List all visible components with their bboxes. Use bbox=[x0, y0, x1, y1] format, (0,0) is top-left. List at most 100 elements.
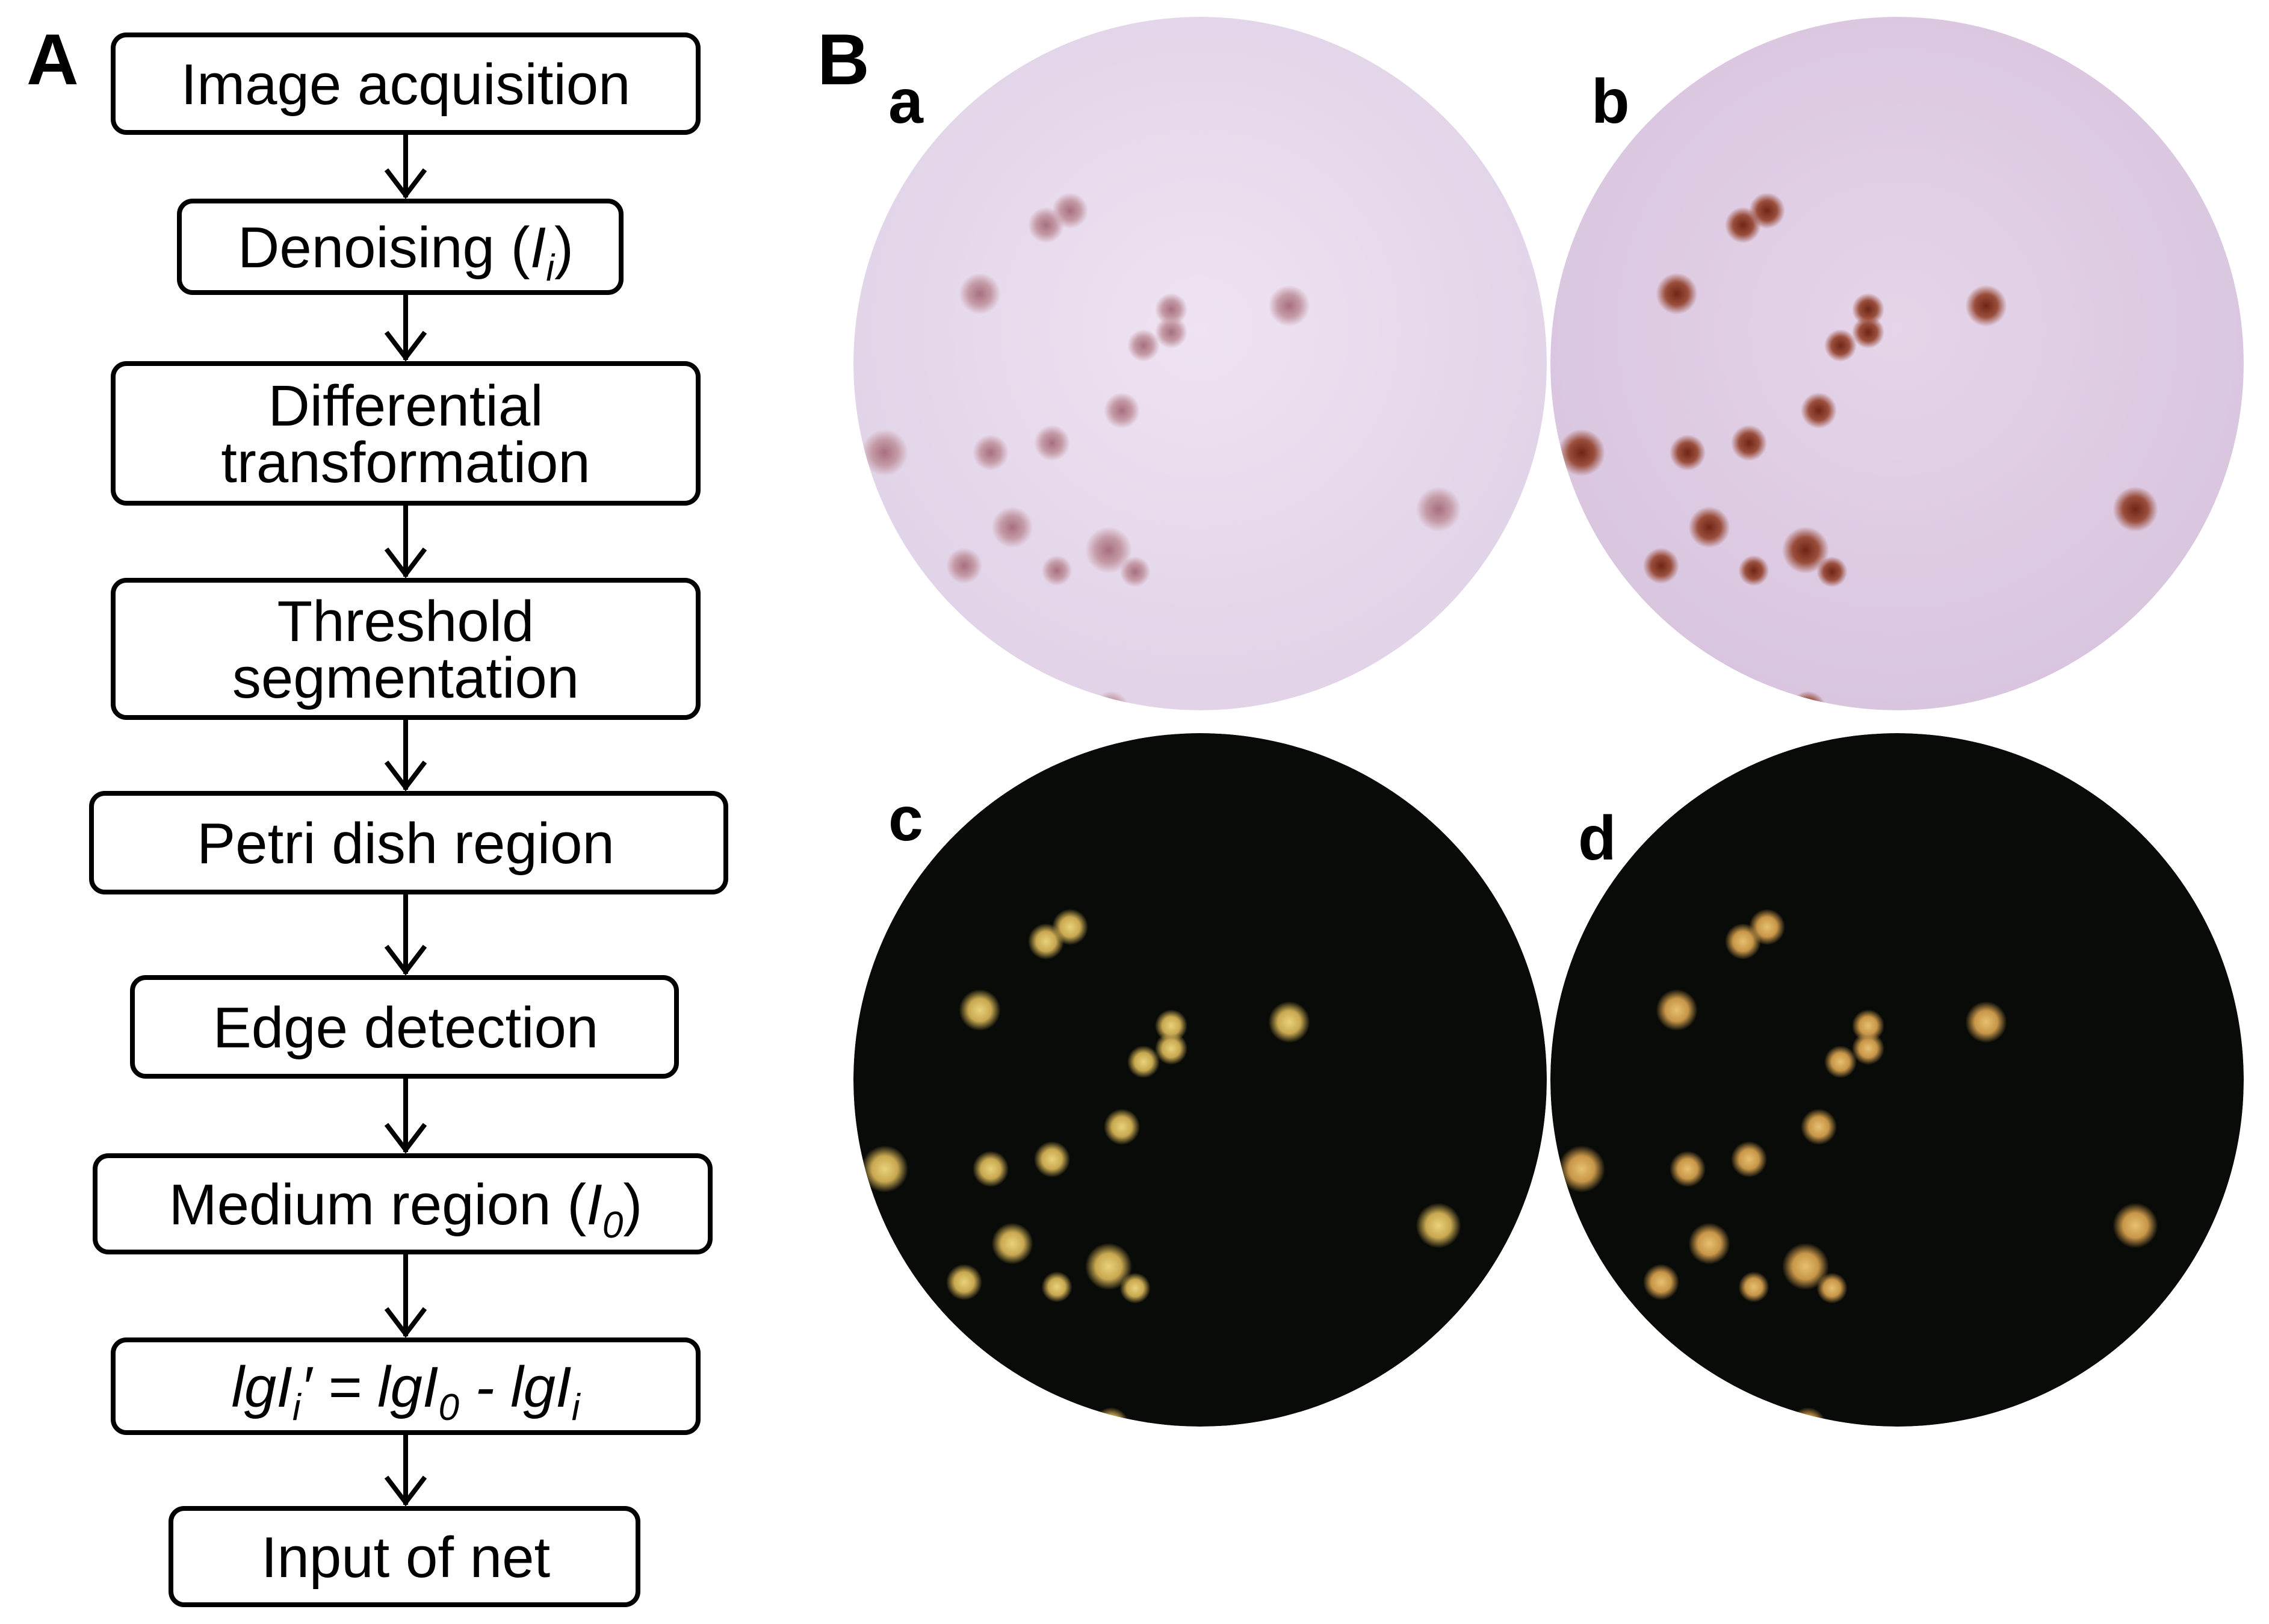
step-label-part: Threshold bbox=[277, 589, 534, 654]
colony bbox=[861, 1145, 908, 1192]
step-label-part: lgI bbox=[377, 1355, 438, 1419]
colony bbox=[1824, 1046, 1857, 1078]
colony bbox=[991, 506, 1033, 548]
colony bbox=[1052, 193, 1088, 229]
step-label: Image acquisition bbox=[181, 52, 630, 117]
colony bbox=[1801, 392, 1837, 429]
colony bbox=[1738, 1271, 1769, 1303]
step-box bbox=[89, 791, 728, 894]
colony bbox=[959, 273, 1001, 315]
step-label-part: i bbox=[546, 247, 556, 289]
colony bbox=[1155, 293, 1187, 326]
dish-label-d: d bbox=[1578, 804, 1617, 873]
step-box bbox=[111, 33, 701, 135]
colony bbox=[1155, 1009, 1187, 1042]
step-label-part: Edge detection bbox=[213, 996, 599, 1060]
step-medium-region: Medium region (I0) bbox=[93, 1153, 713, 1254]
colony bbox=[1852, 1009, 1884, 1042]
arrowhead bbox=[384, 168, 427, 199]
dish-shading bbox=[1550, 17, 2244, 710]
colony bbox=[1965, 1001, 2007, 1043]
colony bbox=[1852, 293, 1884, 326]
colony bbox=[1119, 556, 1151, 587]
colony bbox=[1790, 691, 1826, 710]
colony bbox=[2113, 1203, 2158, 1248]
step-label-part: 0 bbox=[439, 1387, 459, 1428]
step-label-part: 0 bbox=[602, 1204, 623, 1246]
arrowhead bbox=[384, 1123, 427, 1154]
colony bbox=[1749, 909, 1785, 945]
step-box bbox=[177, 199, 624, 295]
colony bbox=[1558, 429, 1605, 476]
arrowhead bbox=[384, 760, 427, 792]
step-label-part: i bbox=[293, 1387, 302, 1428]
colony bbox=[1034, 425, 1070, 461]
colony bbox=[2113, 486, 2158, 532]
dish-plate bbox=[853, 733, 1547, 1427]
colony bbox=[1670, 435, 1706, 471]
petri-dish-c: c bbox=[853, 733, 1547, 1427]
colony bbox=[1782, 1243, 1829, 1290]
step-label-part: ) bbox=[554, 215, 574, 280]
colony bbox=[1268, 285, 1310, 327]
step-label: Threshold bbox=[277, 589, 534, 654]
colony bbox=[1749, 193, 1785, 229]
step-input-of-net: Input of net bbox=[169, 1506, 640, 1607]
colony bbox=[959, 989, 1001, 1031]
step-image-acquisition: Image acquisition bbox=[111, 33, 701, 135]
colony bbox=[1127, 1046, 1160, 1078]
colony bbox=[1852, 316, 1884, 349]
step-denoising: Denoising (Ii) bbox=[177, 199, 624, 295]
petri-dish-d: d bbox=[1550, 733, 2244, 1427]
colony bbox=[1801, 1109, 1837, 1145]
colony bbox=[1041, 1271, 1073, 1303]
colony bbox=[1688, 506, 1730, 548]
colony bbox=[1416, 1203, 1461, 1248]
colony bbox=[1656, 989, 1698, 1031]
colony bbox=[1731, 1141, 1767, 1177]
step-label-part: Petri dish region bbox=[197, 811, 614, 876]
step-label-part: = bbox=[312, 1355, 377, 1419]
colony bbox=[1688, 1223, 1730, 1265]
step-label-part: lgI bbox=[510, 1355, 571, 1419]
colony bbox=[1034, 1141, 1070, 1177]
step-label-part: Image acquisition bbox=[181, 52, 630, 117]
colony bbox=[1816, 1272, 1848, 1304]
colony bbox=[973, 435, 1009, 471]
step-label-part: Medium region ( bbox=[169, 1173, 587, 1237]
arrowhead bbox=[384, 330, 427, 362]
step-label-part: ) bbox=[623, 1173, 642, 1237]
step-label: Petri dish region bbox=[197, 811, 614, 876]
dish-label-b: b bbox=[1591, 67, 1630, 137]
colony bbox=[1790, 1407, 1826, 1427]
dish-label-c: c bbox=[888, 784, 923, 854]
step-box bbox=[169, 1506, 640, 1607]
step-label-part: segmentation bbox=[232, 646, 579, 710]
step-label-part: ′ bbox=[301, 1355, 314, 1419]
colony bbox=[1416, 486, 1461, 532]
arrowhead bbox=[384, 1307, 427, 1338]
step-box bbox=[130, 975, 679, 1079]
colony bbox=[1093, 1407, 1129, 1427]
dish-content bbox=[1550, 17, 2244, 710]
panel-a-label: A bbox=[26, 19, 79, 100]
colony bbox=[1965, 285, 2007, 327]
step-edge-detection: Edge detection bbox=[130, 975, 679, 1079]
colony bbox=[973, 1151, 1009, 1187]
step-label-part: I bbox=[586, 1173, 602, 1237]
step-log-formula: lgIi′ = lgI0 - lgIi bbox=[111, 1337, 701, 1435]
step-label-part: i bbox=[572, 1387, 581, 1428]
step-label-part: I bbox=[530, 215, 546, 280]
step-box bbox=[93, 1153, 713, 1254]
step-label: transformation bbox=[221, 430, 590, 495]
colony bbox=[1824, 329, 1857, 362]
step-label: Medium region (I0) bbox=[169, 1173, 643, 1246]
arrowhead bbox=[384, 547, 427, 578]
colony bbox=[1119, 1272, 1151, 1304]
colony bbox=[1104, 392, 1140, 429]
colony bbox=[946, 548, 982, 584]
colony bbox=[1085, 527, 1132, 574]
arrowhead bbox=[384, 944, 427, 976]
